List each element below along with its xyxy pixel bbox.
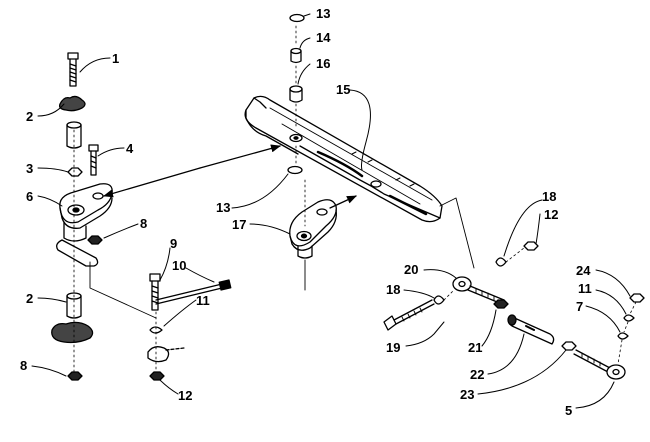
callout-2-lower: 2 [26, 291, 33, 306]
rod-end-5 [573, 349, 626, 380]
nut-8-lower [67, 371, 83, 381]
callout-9: 9 [170, 236, 177, 251]
washer-18-lower [433, 295, 445, 305]
assembly-arrow-right [199, 144, 281, 169]
callout-18-lower: 18 [386, 282, 400, 297]
callout-1: 1 [112, 51, 119, 66]
callout-2-upper: 2 [26, 109, 33, 124]
callout-19: 19 [386, 340, 400, 355]
rubber-pad-lower [51, 321, 94, 344]
washer-11-right [623, 314, 635, 322]
bushing-16 [289, 85, 303, 103]
callout-12-right: 12 [544, 207, 558, 222]
rod-end-20 [452, 276, 505, 305]
nut-23 [561, 341, 577, 351]
clip-left [147, 346, 185, 363]
callout-8-lower: 8 [20, 358, 27, 373]
callout-6: 6 [26, 189, 33, 204]
callout-10: 10 [172, 258, 186, 273]
nut-8-upper [87, 235, 103, 245]
callout-22: 22 [470, 367, 484, 382]
adjuster-tube-22 [507, 314, 555, 345]
bolt-4 [88, 144, 99, 176]
callout-15: 15 [336, 82, 350, 97]
callout-7: 7 [576, 299, 583, 314]
callout-11-left: 11 [196, 293, 210, 308]
spacer-14 [290, 47, 302, 64]
spacer-2-upper [66, 121, 82, 149]
washer-18-upper [495, 257, 507, 267]
assembly-arrow-left [103, 167, 201, 198]
rubber-pad-upper [58, 95, 86, 112]
leader-lines [31, 13, 631, 409]
assembly-arrow-17 [329, 195, 357, 209]
callout-14: 14 [316, 30, 331, 45]
callout-11-right: 11 [578, 281, 592, 296]
callout-16: 16 [316, 56, 330, 71]
washer-13-bottom [287, 165, 303, 175]
bolt-1 [67, 52, 79, 87]
pivot-arm-17 [289, 199, 337, 259]
callout-8-upper: 8 [140, 216, 147, 231]
callout-4: 4 [126, 141, 134, 156]
nut-3 [67, 167, 83, 177]
nut-12-left [149, 371, 165, 381]
callout-24: 24 [576, 263, 591, 278]
callout-13-bottom: 13 [216, 200, 230, 215]
bolt-9 [149, 273, 161, 311]
nut-12-right [523, 241, 539, 251]
nut-24 [629, 293, 645, 303]
washer-7 [617, 332, 629, 340]
callout-20: 20 [404, 262, 418, 277]
washer-13-top [289, 13, 305, 23]
callout-3: 3 [26, 161, 33, 176]
callout-18-upper: 18 [542, 189, 556, 204]
callout-5: 5 [565, 403, 572, 418]
pivot-arm-6 [59, 183, 113, 242]
bolt-19 [383, 299, 435, 331]
cross-bar-15 [244, 95, 443, 223]
callout-13-top: 13 [316, 6, 330, 21]
callout-21: 21 [468, 340, 482, 355]
cable-10 [155, 279, 232, 305]
callout-23: 23 [460, 387, 474, 402]
callout-12-left: 12 [178, 388, 192, 403]
nut-21 [493, 299, 509, 309]
washer-11-left [149, 326, 163, 334]
callout-17: 17 [232, 217, 246, 232]
